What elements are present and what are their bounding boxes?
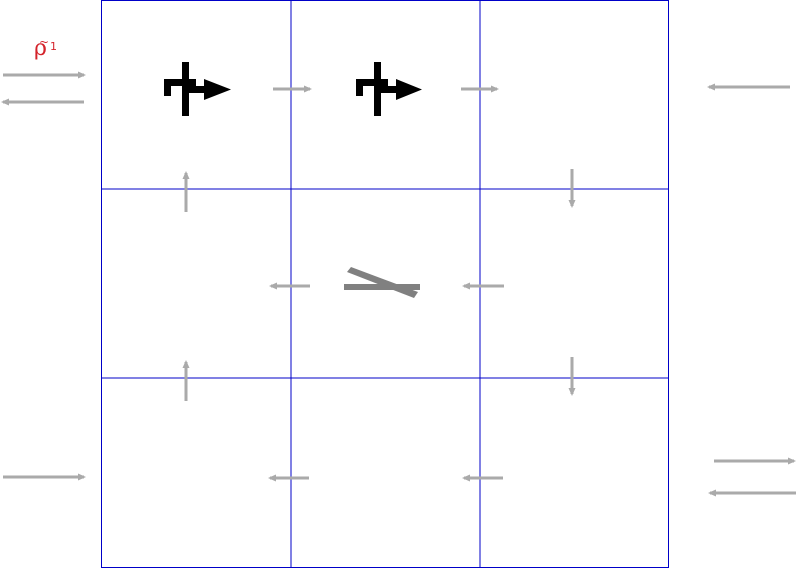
rho-accent: ~ [39, 35, 50, 49]
rho-annotation: ρ [34, 36, 47, 61]
crossed-bar-icon [344, 267, 420, 298]
grid-border [101, 0, 669, 568]
rho-superscript: 1 [50, 40, 57, 53]
grid [101, 0, 669, 568]
junction-arrow-icon [164, 62, 231, 116]
junction-arrow-icon [356, 62, 422, 116]
